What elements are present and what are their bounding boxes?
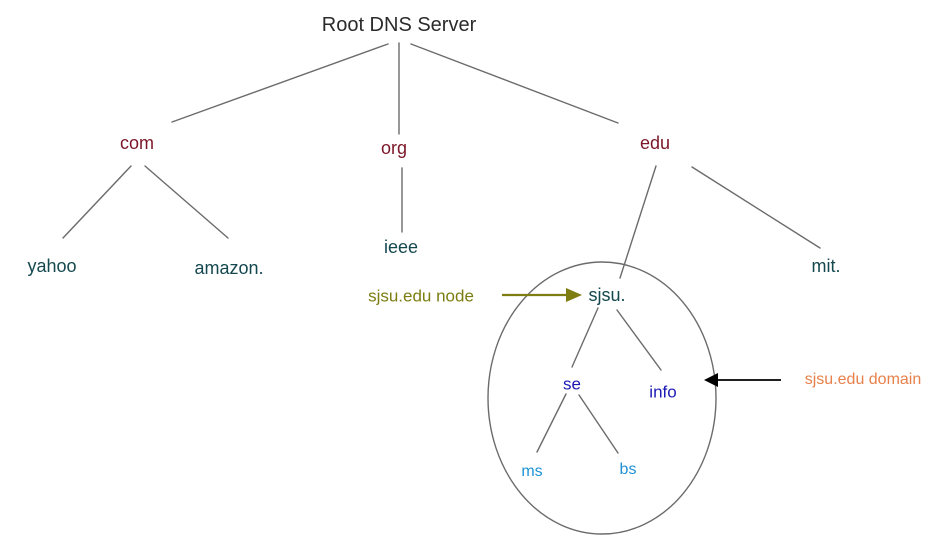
edge-se-bs bbox=[578, 394, 619, 454]
edge-com-yahoo bbox=[62, 165, 132, 239]
node-edu: edu bbox=[639, 133, 671, 153]
node-mit: mit. bbox=[811, 256, 841, 276]
edge-root-edu bbox=[410, 43, 619, 124]
node-sjsu: sjsu. bbox=[588, 285, 626, 305]
node-info: info bbox=[649, 382, 677, 402]
edge-edu-sjsu bbox=[619, 165, 657, 279]
edge-sjsu-info bbox=[616, 309, 662, 371]
sjsu-node-arrow bbox=[502, 288, 582, 302]
node-amazon: amazon. bbox=[194, 258, 264, 278]
node-ms: ms bbox=[521, 463, 543, 480]
edge-edu-mit bbox=[691, 166, 821, 249]
edge-root-com bbox=[171, 43, 389, 123]
node-yahoo: yahoo bbox=[27, 256, 77, 276]
node-se: se bbox=[563, 374, 581, 394]
edge-com-amazon bbox=[144, 165, 229, 239]
node-root-dns-server: Root DNS Server bbox=[321, 14, 477, 36]
node-com: com bbox=[119, 133, 155, 153]
annotation-sjsu-edu-domain: sjsu.edu domain bbox=[804, 371, 922, 388]
edge-se-ms bbox=[536, 393, 567, 453]
sjsu-domain-arrow bbox=[704, 373, 781, 387]
annotation-sjsu-edu-node: sjsu.edu node bbox=[368, 286, 474, 306]
edge-sjsu-se bbox=[571, 307, 599, 368]
node-org: org bbox=[380, 138, 408, 158]
node-bs: bs bbox=[619, 461, 637, 478]
node-ieee: ieee bbox=[383, 237, 419, 257]
